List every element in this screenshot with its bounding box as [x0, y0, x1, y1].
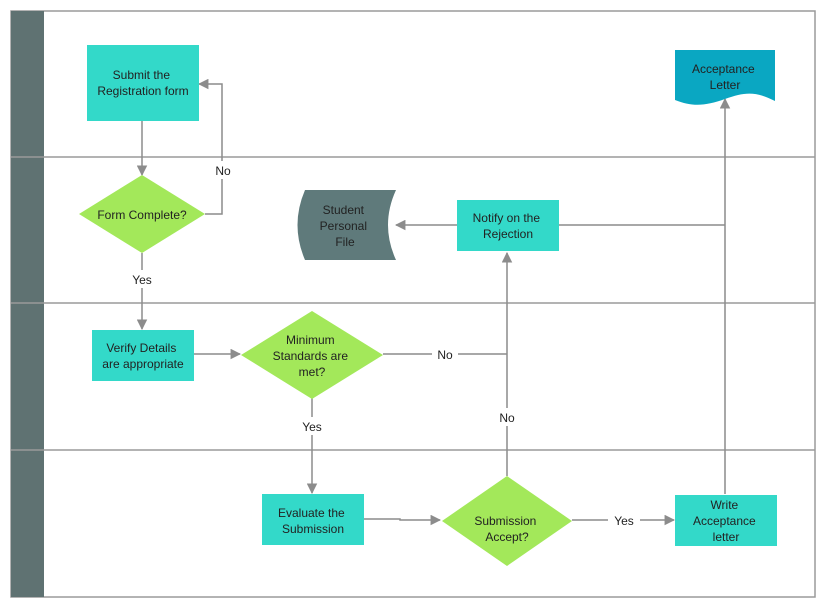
- node-notify-text: Notify on the Rejection: [473, 211, 544, 241]
- label-form-yes: Yes: [132, 273, 152, 287]
- edge-form-complete-no: [197, 78, 223, 215]
- label-accept-yes: Yes: [614, 514, 634, 528]
- node-submit-text: Submit the Registration form: [97, 68, 188, 98]
- node-evaluate-submission[interactable]: Evaluate the Submission: [262, 494, 364, 545]
- node-acceptance-letter-document[interactable]: Acceptance Letter: [675, 50, 775, 105]
- label-form-no: No: [215, 164, 231, 178]
- node-acceptance-letter-text: Acceptance Letter: [692, 62, 758, 92]
- node-submission-accept-text: Submission Accept?: [474, 514, 539, 544]
- node-min-standards-decision[interactable]: Minimum Standards are met?: [241, 311, 383, 399]
- node-evaluate-text: Evaluate the Submission: [278, 506, 348, 536]
- node-write-letter-text: Write Acceptance letter: [693, 498, 759, 544]
- node-form-complete-text: Form Complete?: [97, 208, 187, 222]
- node-student-file-text: Student Personal File: [320, 203, 371, 249]
- node-write-acceptance-letter[interactable]: Write Acceptance letter: [675, 495, 777, 546]
- node-verify-details[interactable]: Verify Details are appropriate: [92, 330, 194, 381]
- label-standards-yes: Yes: [302, 420, 322, 434]
- edge-evaluate-to-accept: [364, 514, 442, 526]
- node-min-standards-text: Minimum Standards are met?: [273, 333, 352, 379]
- lane-header-bar: [11, 11, 44, 597]
- label-accept-no: No: [499, 411, 515, 425]
- node-notify-rejection[interactable]: Notify on the Rejection: [457, 200, 559, 251]
- label-standards-no: No: [437, 348, 453, 362]
- node-form-complete-decision[interactable]: Form Complete?: [79, 175, 205, 253]
- node-verify-text: Verify Details are appropriate: [102, 341, 184, 371]
- node-submission-accept-decision[interactable]: Submission Accept?: [442, 476, 572, 566]
- node-submit-registration[interactable]: Submit the Registration form: [87, 45, 199, 121]
- node-student-personal-file[interactable]: Student Personal File: [297, 190, 397, 260]
